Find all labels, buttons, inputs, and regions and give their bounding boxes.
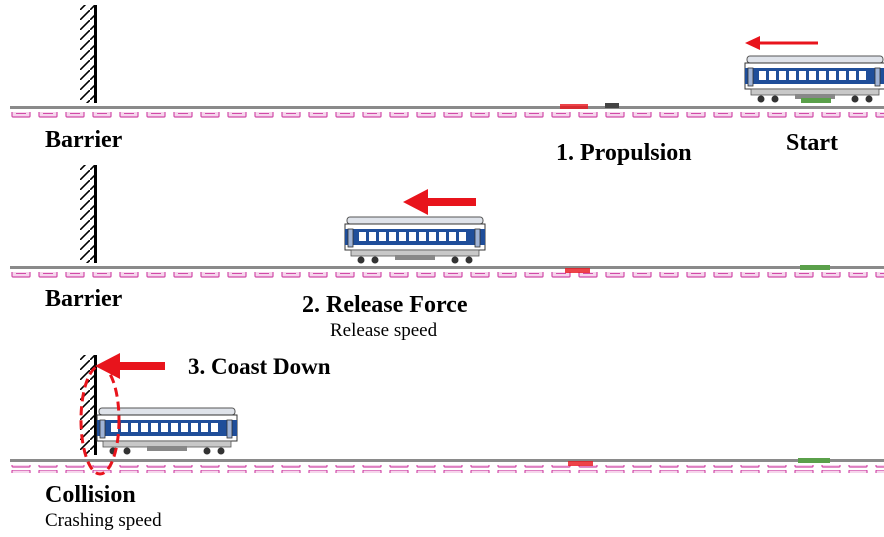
stage1-start-label: Start	[786, 130, 838, 156]
stage1-direction-arrow	[745, 36, 818, 50]
stage1-track	[10, 103, 884, 120]
stage2-barrier-label: Barrier	[45, 286, 123, 312]
stage1-barrier-label: Barrier	[45, 127, 123, 153]
stage2-train	[344, 216, 486, 264]
stage3-track	[10, 458, 884, 473]
stage1-train	[744, 55, 884, 103]
stage3-speed-label: Crashing speed	[45, 510, 162, 531]
stage3-train	[96, 407, 238, 455]
stage2-barrier	[80, 165, 97, 263]
stage2-step-label: 2. Release Force	[302, 292, 468, 318]
stage1-step-label: 1. Propulsion	[556, 140, 692, 166]
stage2-track	[10, 265, 884, 280]
stage3-collision-label: Collision	[45, 482, 136, 508]
stage2-speed-label: Release speed	[330, 320, 438, 341]
stage3-barrier	[80, 355, 97, 455]
stage1-barrier	[80, 5, 97, 103]
stage3-direction-arrow	[95, 353, 165, 379]
stage2-direction-arrow	[403, 189, 476, 215]
collision-ring	[79, 364, 121, 476]
stage3-step-label: 3. Coast Down	[188, 354, 331, 379]
